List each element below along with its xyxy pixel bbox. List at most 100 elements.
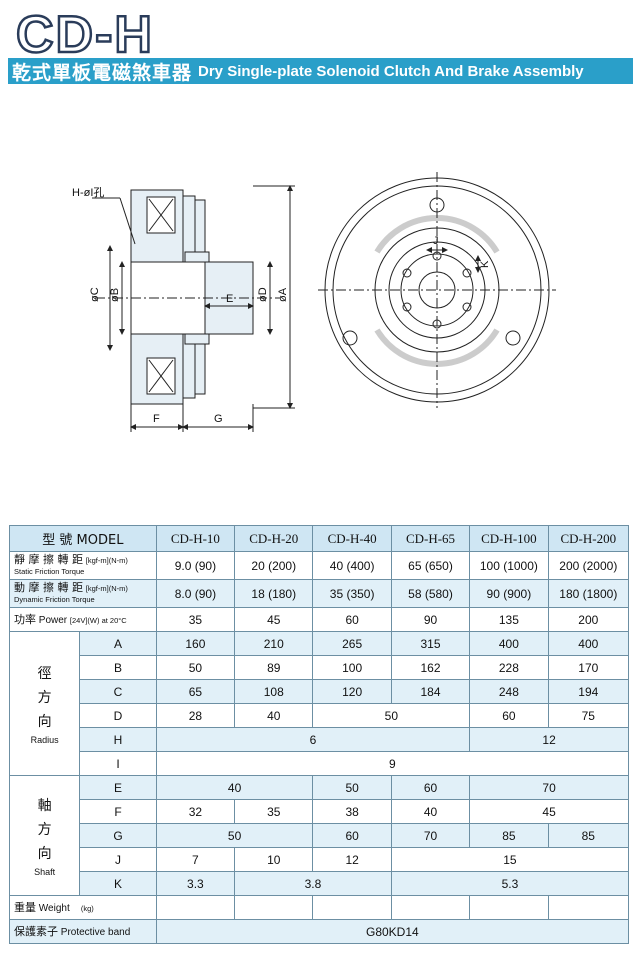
cd-h-logo: CD-H [15,6,154,58]
drawing-labels: H-øI孔 øC øB E øD øA F G J K [72,186,491,425]
technical-drawing: H-øI孔 øC øB E øD øA F G J K [72,172,556,432]
row-label-i: I [79,751,157,776]
logo-text: CD-H [16,6,154,58]
table-cell: 200 [547,607,630,632]
band-label: 保護素子 Protective band [9,919,157,944]
table-cell: 15 [390,847,630,872]
table-cell [469,895,549,920]
table-cell: 40 [234,703,314,728]
table-cell: 170 [547,655,630,680]
model-cell: CD-H-65 [390,525,471,552]
row-k: K 3.3 3.8 5.3 [9,871,630,896]
row-label-a: A [79,631,157,656]
table-cell: 7 [155,847,236,872]
label-e: E [226,293,233,305]
table-cell: 6 [155,727,471,752]
radius-group-label: 徑方向 Radius [8,631,81,776]
table-cell: 8.0 (90) [155,579,236,608]
table-cell [312,895,392,920]
dynamic-torque-row: 動 摩 擦 轉 距 [kgf-m](N-m) Dynamic Friction … [9,579,630,608]
table-cell: 45 [469,799,629,824]
table-cell: 315 [390,631,471,656]
table-cell: 60 [312,823,392,848]
table-cell: 135 [469,607,549,632]
model-header: 型 號 MODEL [9,525,157,552]
table-cell: 200 (2000) [547,551,630,580]
table-cell: 50 [312,775,392,800]
model-cell: CD-H-40 [312,525,392,552]
table-cell: 90 [390,607,471,632]
table-cell [155,895,236,920]
table-cell: 60 [312,607,392,632]
table-cell: 60 [390,775,471,800]
table-cell: 35 (350) [312,579,392,608]
table-cell: 100 [312,655,392,680]
title-en: Dry Single-plate Solenoid Clutch And Bra… [198,62,584,80]
table-cell: 9 [155,751,630,776]
label-k: K [479,260,491,268]
model-cell: CD-H-10 [155,525,236,552]
weight-row: 重量 Weight (kg) [9,895,630,920]
model-cell: CD-H-200 [547,525,630,552]
row-i: I 9 [10,751,630,776]
row-label-e: E [79,775,157,800]
row-c: C 65 108 120 184 248 194 [9,679,630,704]
table-cell: 70 [390,823,471,848]
label-b: øB [109,288,121,302]
table-cell: 160 [155,631,236,656]
table-cell: 50 [155,823,314,848]
table-cell: 90 (900) [469,579,549,608]
table-cell: 40 [390,799,471,824]
table-cell: 210 [234,631,314,656]
table-cell [390,895,471,920]
row-e: 軸方向 Shaft E 40 50 60 70 [8,775,629,896]
row-d: D 28 40 50 60 75 [10,703,630,728]
table-cell: 40 [155,775,314,800]
row-label-d: D [79,703,157,728]
model-cell: CD-H-100 [469,525,549,552]
row-j: J 7 10 12 15 [10,847,630,872]
row-label-k: K [79,871,157,896]
row-label-b: B [79,655,157,680]
table-cell: 28 [155,703,236,728]
table-cell: 20 (200) [234,551,314,580]
table-cell: 32 [155,799,236,824]
table-cell: 12 [312,847,392,872]
table-cell: 58 (580) [390,579,471,608]
table-cell: 65 (650) [390,551,471,580]
table-cell: 70 [469,775,629,800]
row-b: B 50 89 100 162 228 170 [10,655,630,680]
table-cell: 40 (400) [312,551,392,580]
table-cell: 10 [234,847,314,872]
table-cell: 38 [312,799,392,824]
row-label-h: H [79,727,157,752]
model-cell: CD-H-20 [234,525,314,552]
table-cell: 18 (180) [234,579,314,608]
table-cell: 5.3 [390,871,630,896]
row-f: F 32 35 38 40 45 [10,799,629,824]
table-cell: 75 [547,703,630,728]
table-cell: 85 [469,823,549,848]
table-cell: 3.8 [234,871,392,896]
table-cell: 248 [469,679,549,704]
row-label-c: C [79,679,157,704]
row-label-j: J [79,847,157,872]
weight-label: 重量 Weight (kg) [9,895,157,920]
table-cell: 50 [155,655,236,680]
hole-label: H-øI孔 [72,186,104,199]
table-cell [234,895,314,920]
table-cell [547,895,630,920]
table-cell: 35 [234,799,314,824]
table-cell: 180 (1800) [547,579,630,608]
table-cell: 9.0 (90) [155,551,236,580]
label-j: J [433,235,439,247]
power-label: 功率 Power [24V](W) at 20°C [9,607,157,632]
shaft-group-label: 軸方向 Shaft [8,775,81,896]
table-cell: 400 [547,631,630,656]
label-g: G [214,413,223,425]
label-d: øD [257,287,269,302]
table-cell: 100 (1000) [469,551,549,580]
table-cell: 265 [312,631,392,656]
table-cell: 228 [469,655,549,680]
table-cell: 108 [234,679,314,704]
